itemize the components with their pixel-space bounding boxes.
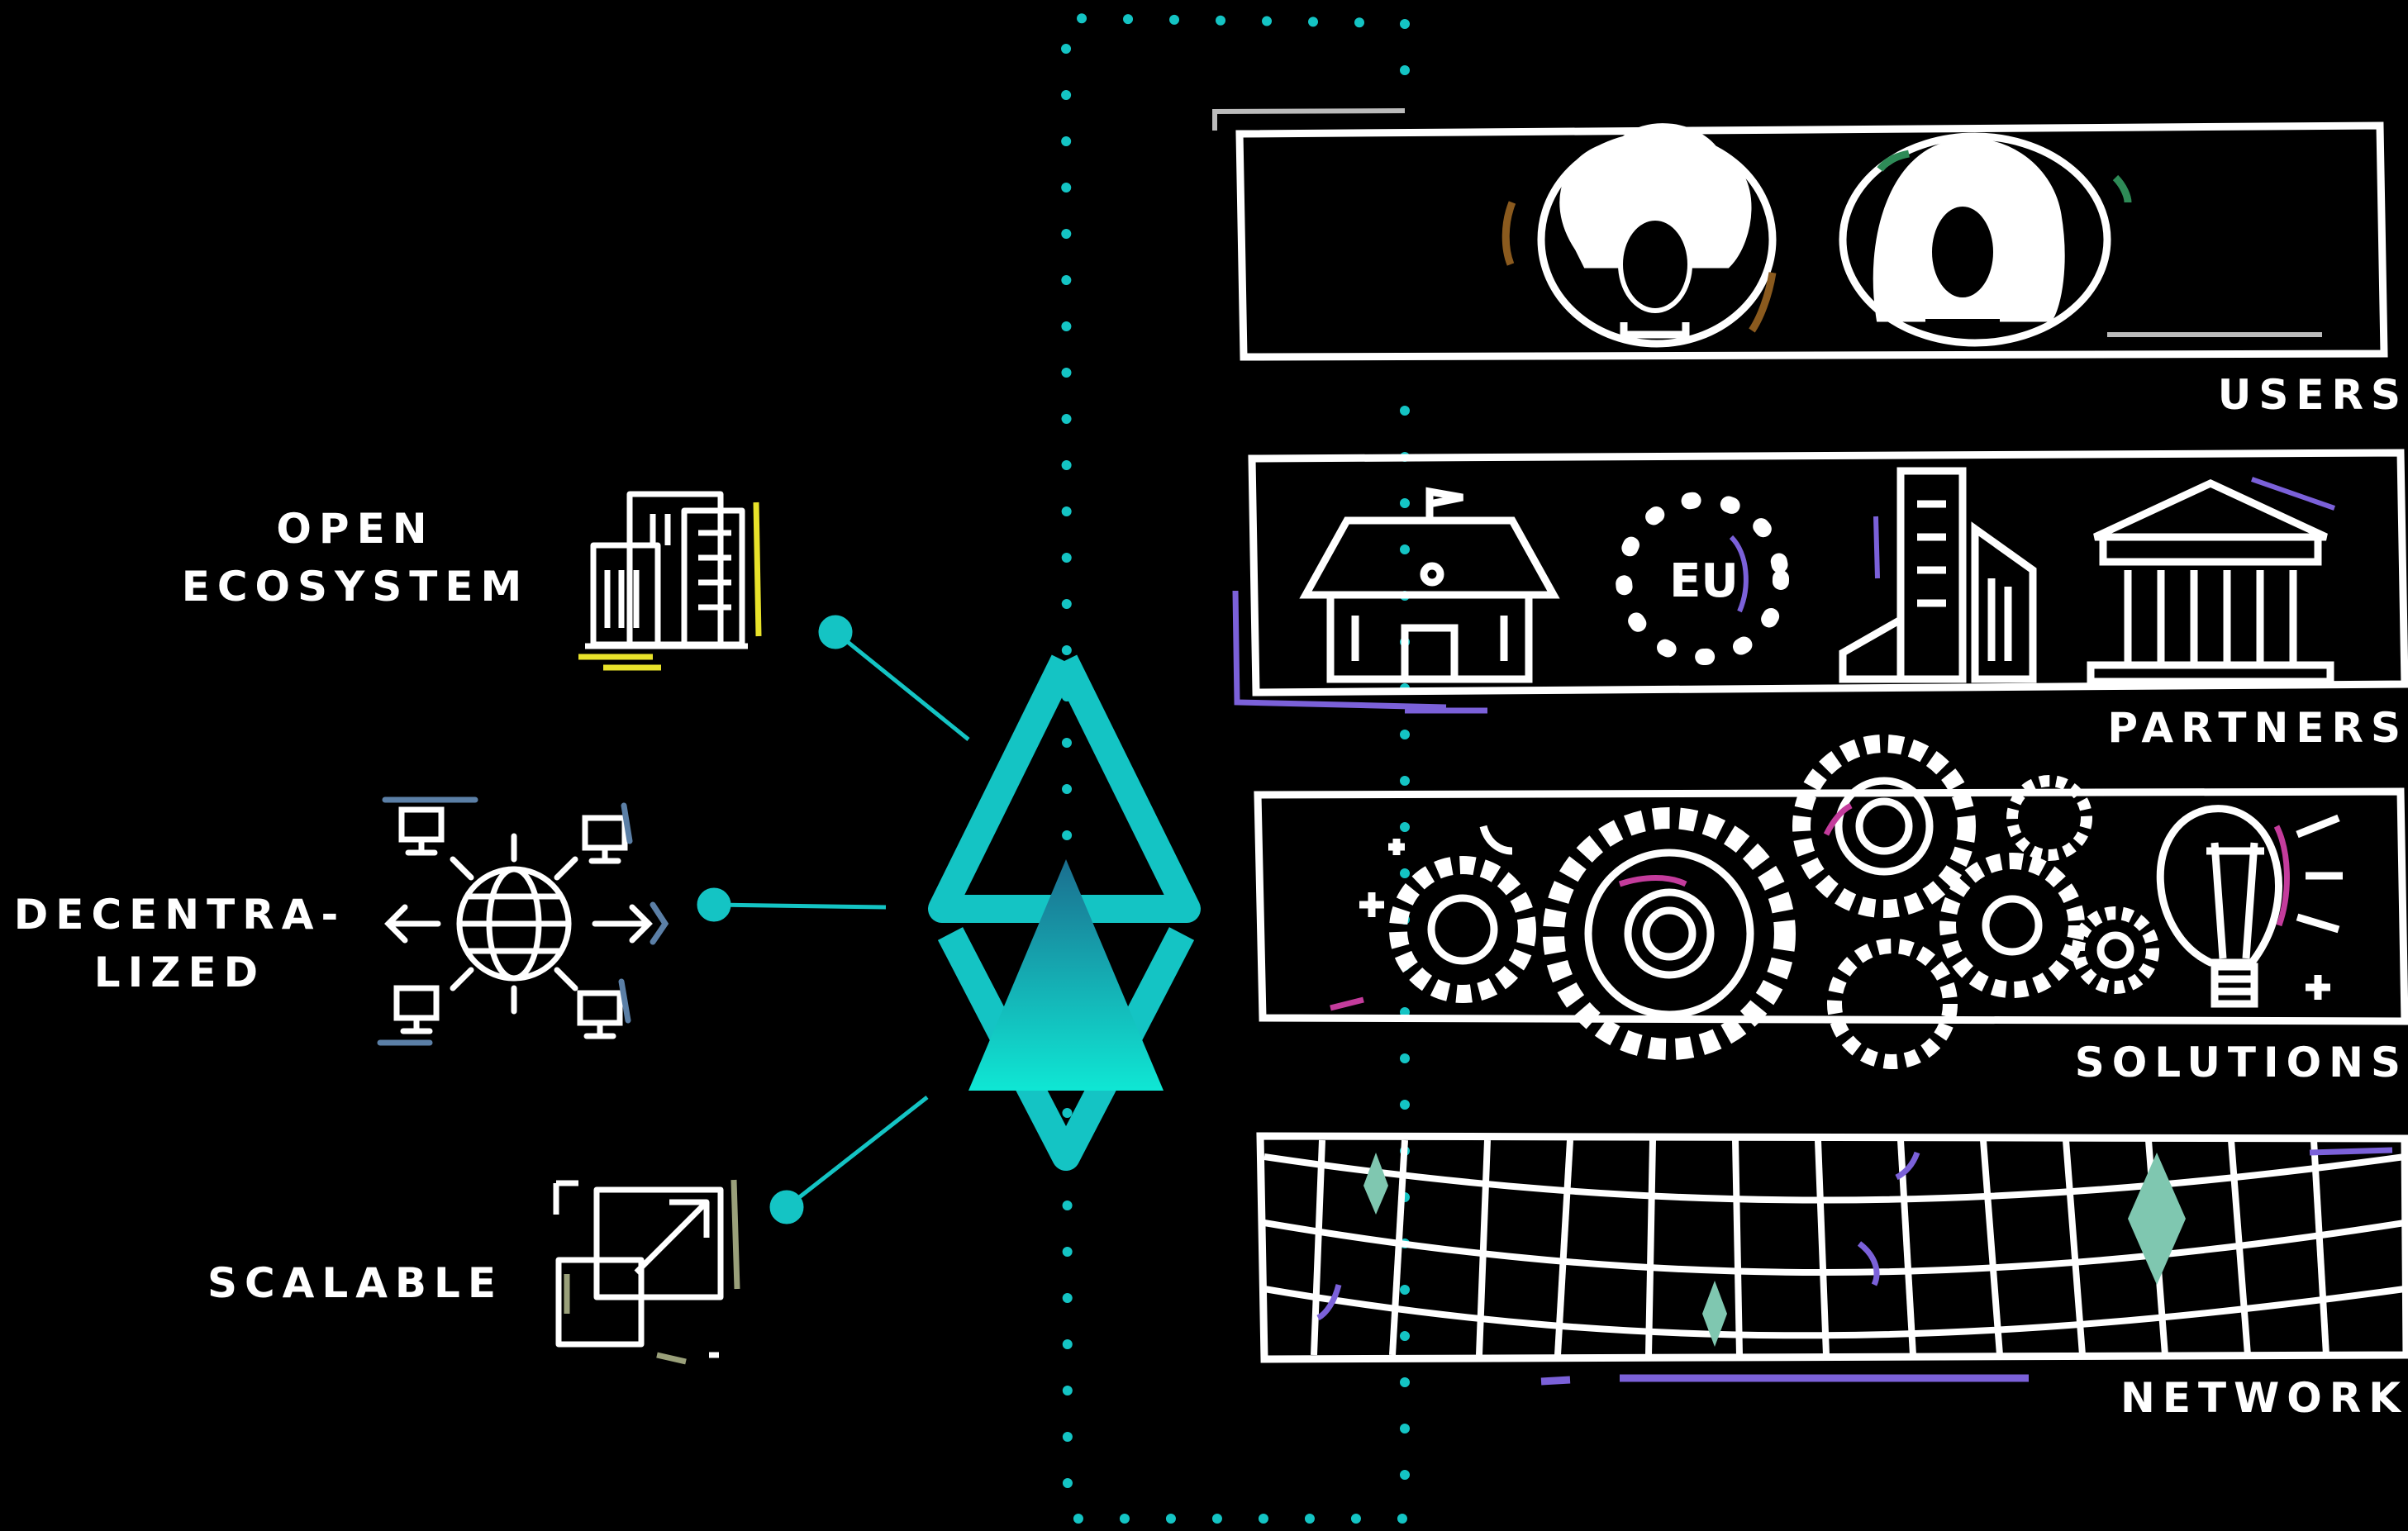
connector-dot-decentralized [699, 890, 729, 920]
label-decentralized-line1: DECENTRA- [0, 886, 359, 944]
eu-text: EU [1669, 554, 1739, 608]
label-open-ecosystem-line2: ECOSYSTEM [165, 558, 545, 616]
label-open-ecosystem: OPEN ECOSYSTEM [165, 500, 545, 616]
label-solutions: SOLUTIONS [1912, 1034, 2408, 1091]
label-decentralized-line2: LIZED [0, 944, 359, 1001]
connector-dot-scalable [772, 1192, 802, 1222]
label-scalable: SCALABLE [190, 1254, 521, 1312]
label-users: USERS [1912, 366, 2408, 424]
label-scalable-line1: SCALABLE [190, 1254, 521, 1312]
label-network: NETWORK [1912, 1369, 2408, 1427]
label-open-ecosystem-line1: OPEN [165, 500, 545, 558]
connector-decentralized [714, 905, 886, 907]
connector-dot-open-ecosystem [821, 617, 850, 647]
label-partners: PARTNERS [1912, 699, 2408, 757]
label-decentralized: DECENTRA- LIZED [0, 886, 359, 1001]
